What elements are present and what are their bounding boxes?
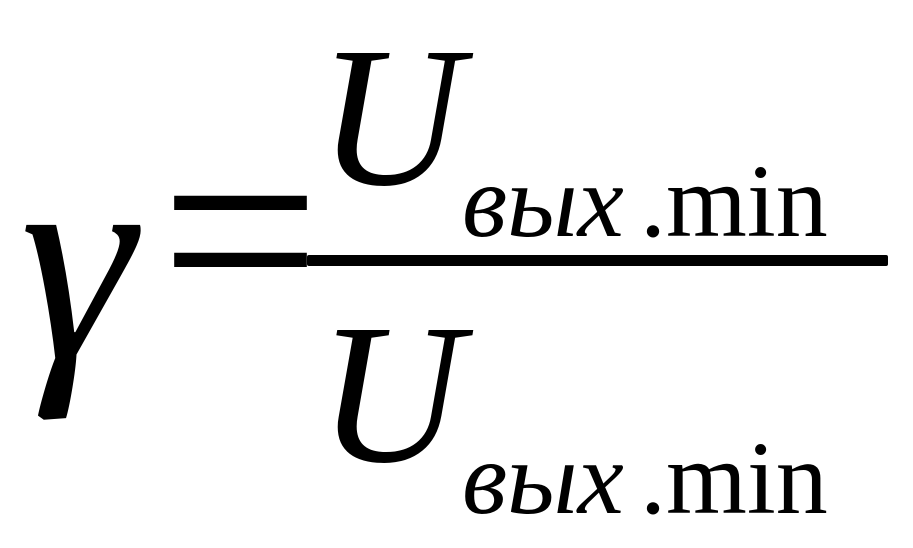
denominator-variable: U [318,284,463,505]
denominator-subscript-italic: вых [462,421,624,536]
equals-sign: = [160,72,321,388]
lhs-gamma: γ [20,100,135,421]
numerator-subscript-italic: вых [462,144,624,259]
numerator-subscript-upright: .min [640,144,828,259]
fraction-bar [307,255,888,266]
denominator-subscript-upright: .min [640,421,828,536]
numerator-variable: U [318,7,463,228]
